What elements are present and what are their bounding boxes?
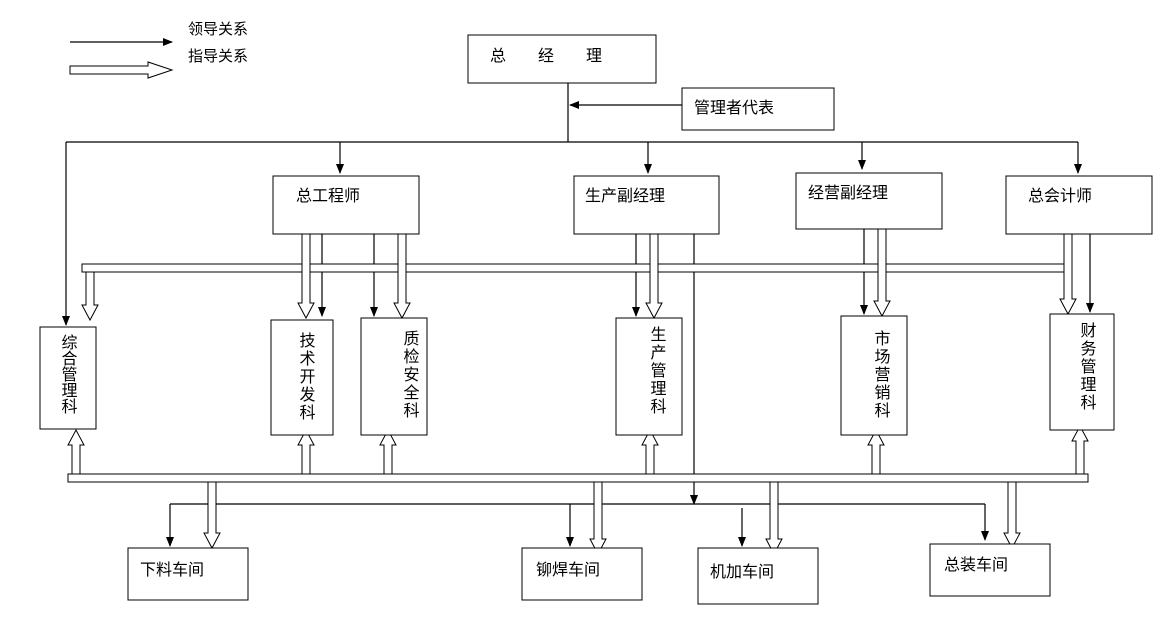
assembly-label: 总装车间	[944, 555, 1008, 574]
cutting-label: 下料车间	[140, 560, 204, 579]
node-prod-mgmt: 生产管理科	[615, 317, 683, 436]
guide-arrows	[67, 227, 1089, 556]
node-assembly: 总装车间	[929, 543, 1051, 597]
legend-lead-label: 领导关系	[188, 20, 248, 38]
node-tech-dev: 技术开发科	[270, 319, 334, 436]
general-mgmt-label: 综合管理科	[59, 334, 78, 414]
legend: 领导关系 指导关系	[69, 20, 248, 79]
node-chief-engineer: 总工程师	[272, 175, 420, 235]
prod-mgmt-label: 生产管理科	[648, 326, 667, 416]
legend-guide-label: 指导关系	[188, 47, 248, 65]
tech-dev-label: 技术开发科	[297, 332, 316, 422]
node-quality: 质检安全科	[360, 317, 428, 436]
finance-label: 财务管理科	[1078, 322, 1097, 412]
general-manager-label: 总 经 理	[490, 46, 602, 65]
node-finance: 财务管理科	[1049, 313, 1115, 431]
welding-label: 铆焊车间	[536, 560, 600, 579]
machining-label: 机加车间	[710, 562, 774, 581]
chief-engineer-label: 总工程师	[296, 186, 360, 205]
node-general-mgmt: 综合管理科	[39, 326, 97, 430]
legend-guide-arrow	[69, 61, 174, 79]
lower-guide-bar	[67, 473, 1089, 483]
marketing-label: 市场营销科	[872, 330, 891, 420]
node-marketing: 市场营销科	[840, 315, 908, 436]
prod-vp-label: 生产副经理	[585, 186, 665, 205]
node-machining: 机加车间	[697, 547, 819, 605]
node-mgmt-rep: 管理者代表	[681, 87, 835, 131]
node-chief-accountant: 总会计师	[1005, 175, 1153, 235]
chief-accountant-label: 总会计师	[1028, 186, 1092, 205]
node-cutting: 下料车间	[127, 547, 249, 601]
node-biz-vp: 经营副经理	[795, 172, 943, 230]
quality-label: 质检安全科	[401, 330, 420, 420]
node-general-manager: 总 经 理	[467, 34, 657, 84]
biz-vp-label: 经营副经理	[808, 183, 888, 202]
node-welding: 铆焊车间	[521, 547, 643, 601]
mgmt-rep-label: 管理者代表	[694, 98, 774, 117]
node-prod-vp: 生产副经理	[573, 175, 720, 235]
upper-guide-bar	[81, 263, 1073, 273]
